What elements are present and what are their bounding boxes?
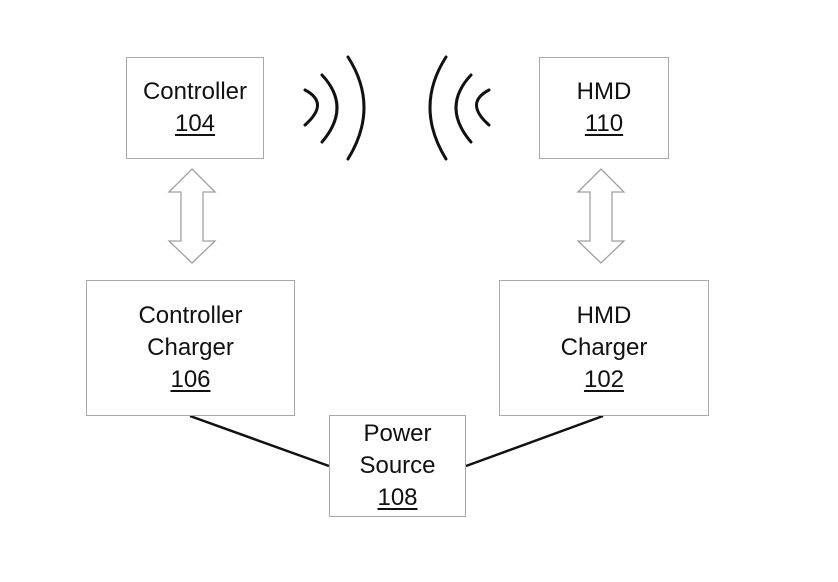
node-reference-number: 108 (377, 484, 418, 511)
node-reference-number: 110 (584, 110, 624, 137)
node-label-line-1: Controller (138, 302, 243, 329)
node-reference-number: 106 (170, 366, 211, 393)
node-label: HMD (576, 78, 632, 105)
signal-arc-large-left (346, 55, 366, 161)
node-label-line-2: Charger (147, 334, 234, 361)
node-label-line-1: HMD (576, 302, 632, 329)
node-reference-number: 104 (174, 110, 216, 137)
bidirectional-arrow-hmd (576, 168, 626, 264)
controller-charger-node: Controller Charger 106 (86, 280, 295, 416)
signal-arc-medium-right (454, 73, 473, 144)
node-label: Controller (142, 78, 248, 105)
signal-arc-small-right (475, 88, 491, 127)
hmd-node: HMD 110 (539, 57, 669, 159)
power-source-node: Power Source 108 (329, 415, 466, 517)
node-label-line-2: Source (359, 452, 436, 479)
bidirectional-arrow-controller (167, 168, 217, 264)
hmd-charger-node: HMD Charger 102 (499, 280, 709, 416)
node-label-line-2: Charger (560, 334, 648, 361)
wireless-signal-icon-right (428, 55, 491, 161)
node-label-line-1: Power (363, 420, 432, 447)
signal-arc-small-left (303, 88, 319, 127)
controller-node: Controller 104 (126, 57, 264, 159)
node-reference-number: 102 (583, 366, 625, 393)
wire-hmd-charger-to-power (465, 414, 604, 468)
signal-arc-large-right (428, 55, 448, 161)
wireless-signal-icon-left (303, 55, 366, 161)
wire-controller-charger-to-power (189, 414, 330, 468)
signal-arc-medium-left (320, 73, 339, 144)
